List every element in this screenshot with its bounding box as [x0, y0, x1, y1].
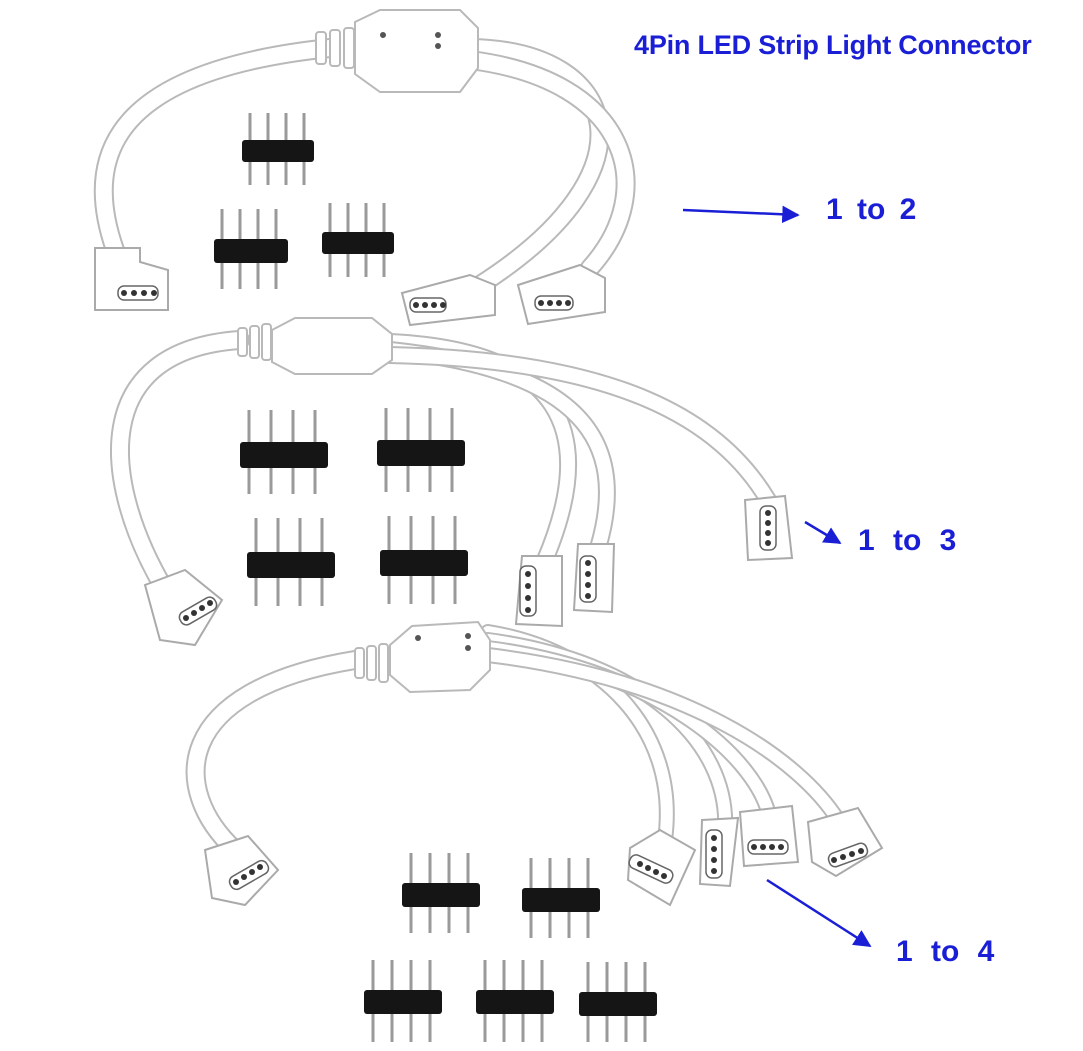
variant-label-1-to-3: 1 to 3 — [858, 524, 957, 557]
female-connector — [203, 834, 280, 907]
variant-label-1-to-2: 1 to 2 — [826, 193, 917, 226]
pin-header — [402, 853, 480, 933]
female-connector — [400, 273, 496, 327]
female-connector — [516, 263, 606, 326]
variant-label-1-to-4: 1 to 4 — [896, 935, 995, 968]
pin-header — [322, 203, 394, 277]
female-connector — [738, 804, 800, 868]
female-connector — [743, 494, 794, 562]
arrow-1-to-3 — [804, 520, 842, 545]
pin-header — [242, 113, 314, 185]
pin-header — [214, 209, 288, 289]
pin-header — [380, 516, 468, 604]
arrow-1-to-2 — [682, 205, 800, 224]
splitter-1-to-2 — [93, 9, 800, 327]
pin-header — [377, 408, 465, 492]
pin-header — [240, 410, 328, 494]
female-connector — [626, 828, 697, 907]
female-connector — [806, 806, 884, 878]
pin-header — [522, 858, 600, 938]
product-title: 4Pin LED Strip Light Connector — [634, 30, 1032, 60]
pin-header — [579, 962, 657, 1042]
female-connector — [143, 568, 224, 647]
arrow-1-to-4 — [766, 878, 872, 948]
female-connector — [572, 543, 616, 614]
female-connector — [514, 555, 563, 628]
pin-header — [247, 518, 335, 606]
splitter-1-to-3 — [110, 317, 842, 647]
splitter-1-to-4 — [185, 620, 884, 1042]
pin-header — [476, 960, 554, 1042]
female-connector — [698, 816, 740, 888]
female-connector — [94, 247, 169, 311]
pin-header — [364, 960, 442, 1042]
